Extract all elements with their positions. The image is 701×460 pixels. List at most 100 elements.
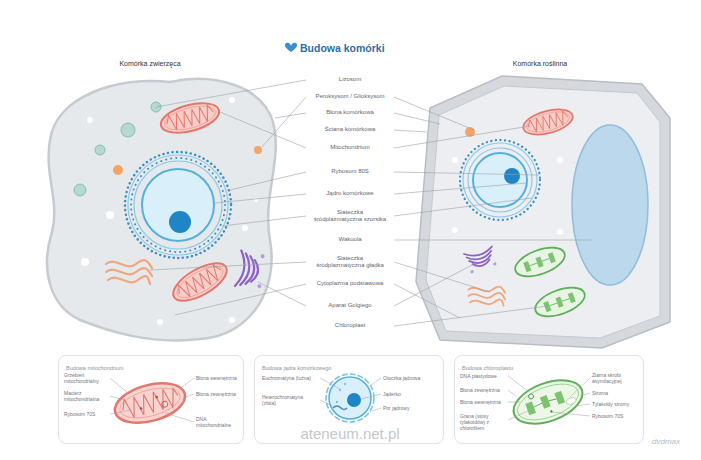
leader-line: [215, 194, 306, 203]
inner-membrane: [117, 382, 184, 423]
leader-line: [394, 130, 427, 132]
leader-line: [508, 402, 520, 403]
rough-er: [134, 161, 222, 249]
leader-line: [165, 413, 194, 422]
leader-line: [183, 394, 194, 398]
label-slot: Wakuola: [312, 236, 388, 243]
label-slot: Rybosom 70S: [64, 411, 108, 417]
label-slot: DNA plastydowe: [460, 373, 506, 379]
leader-line: [275, 113, 306, 118]
label-slot: Peroksysom / Glioksysom: [312, 93, 388, 100]
mt-dna: [161, 401, 168, 408]
label-slot: Cytoplazma podstawowa: [312, 280, 388, 287]
mitochondrion: [168, 256, 233, 309]
part-label: Stroma: [592, 390, 640, 396]
ribosome: [140, 407, 143, 410]
plant-cell-membrane: [426, 86, 660, 338]
chloroplast-detail: [508, 372, 590, 432]
part-label: Macierz mitochondrialna: [64, 390, 108, 402]
leader-line: [230, 172, 306, 190]
mitochondrion-detail: [110, 376, 194, 429]
rough-er: [128, 155, 228, 255]
organelle-label: Ściana komórkowa: [312, 126, 388, 133]
smooth-er: [468, 287, 505, 306]
label-slot: Aparat Golgiego: [312, 302, 388, 309]
euchromatin: [336, 401, 338, 403]
inner-membrane: [513, 377, 583, 427]
label-slot: Jądro komórkowe: [312, 190, 388, 197]
organelle-label: Mitochondrium: [312, 144, 388, 151]
label-slot: Rybosom 70S: [592, 413, 640, 419]
part-label: Rybosom 70S: [592, 413, 640, 419]
stroma-thylakoid: [534, 398, 557, 407]
part-label: Błona zewnętrzna: [196, 391, 240, 397]
watermark: ateneum.net.pl: [275, 426, 425, 441]
leader-line: [222, 216, 306, 226]
label-slot: Rybosom 80S: [312, 168, 388, 175]
leader-line: [394, 240, 592, 241]
organelle-label: Aparat Golgiego: [312, 302, 388, 309]
part-label: Grana (stosy tylakoidów) z chlorofilem: [460, 413, 506, 431]
vesicle: [87, 117, 93, 123]
label-slot: Mitochondrium: [312, 144, 388, 151]
part-label: DNA plastydowe: [460, 373, 506, 379]
label-slot: Por jądrowy: [383, 405, 437, 411]
leader-line: [394, 183, 526, 194]
title-slot: Budowa komórki: [300, 42, 385, 55]
label-slot: Błona zewnętrzna: [460, 387, 506, 393]
chloroplast: [531, 282, 588, 322]
outer-membrane: [508, 372, 589, 432]
part-label: Ziarna skrobi asymilacyjnej: [592, 372, 640, 384]
part-label: Heterochromatyna (zbita): [262, 394, 318, 406]
label-slot: Euchromatyna (luźna): [262, 375, 318, 381]
leader-line: [178, 378, 194, 390]
title-heart: [285, 43, 297, 52]
label-slot: Błona komórkowa: [312, 109, 388, 116]
organelle-label: Lizosom: [312, 76, 388, 83]
organelle-label: Błona komórkowa: [312, 109, 388, 116]
leader-line: [370, 378, 381, 386]
nucleus: [473, 153, 527, 207]
peroxisome: [113, 165, 123, 175]
label-slot: Otoczka jądrowa: [383, 375, 437, 381]
leader-line: [575, 404, 590, 406]
label-slot: Jąderko: [383, 391, 437, 397]
label-slot: Tylakoidy stromy: [592, 401, 640, 407]
nuclear-envelope: [326, 374, 374, 422]
organelle-label: Siateczka śródplazmatyczna szorstka: [312, 209, 388, 223]
plant-cell: [416, 76, 670, 348]
label-slot: Lizosom: [312, 76, 388, 83]
label-slot: Grana (stosy tylakoidów) z chlorofilem: [460, 413, 506, 431]
vesicle: [557, 157, 563, 163]
label-slot: Heterochromatyna (zbita): [262, 394, 318, 406]
panel-heading: Budowa mitochondrium: [66, 365, 123, 372]
nucleus: [142, 169, 214, 241]
outer-membrane: [111, 376, 190, 429]
label-slot: Siateczka śródplazmatyczna szorstka: [312, 209, 388, 223]
part-label: Błona wewnętrzna: [460, 399, 506, 405]
leader-line: [320, 378, 340, 389]
nucleolus: [169, 211, 191, 233]
peroxisome: [254, 146, 262, 154]
part-label: Rybosom 70S: [64, 411, 108, 417]
part-label: Por jądrowy: [383, 405, 437, 411]
leader-line: [394, 306, 548, 326]
panel-heading: Budowa chloroplastu: [462, 365, 513, 372]
label-slot: Macierz mitochondrialna: [64, 390, 108, 402]
granum: [525, 401, 536, 415]
vacuole: [572, 125, 648, 285]
vesicle: [229, 317, 235, 323]
lysosome: [74, 184, 86, 196]
part-label: Błona zewnętrzna: [460, 387, 506, 393]
lysosome: [121, 123, 135, 137]
label-slot: Komórka zwierzęca: [90, 60, 210, 68]
heterochromatin: [333, 406, 347, 410]
animal-cell-membrane: [47, 79, 276, 341]
label-slot: Chloroplast: [312, 322, 388, 329]
leader-line: [156, 80, 306, 107]
label-slot: ateneum.net.pl: [275, 426, 425, 441]
leader-line: [580, 393, 590, 396]
leader-line: [508, 410, 530, 420]
leader-line: [320, 400, 333, 406]
